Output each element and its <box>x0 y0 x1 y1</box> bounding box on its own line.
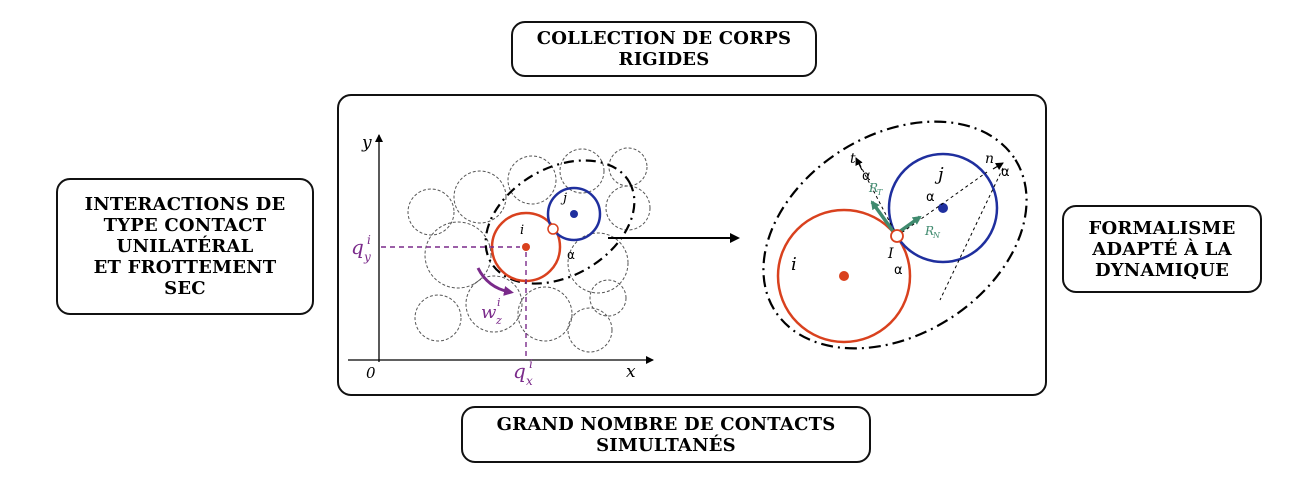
formalism-line-2: ADAPTÉ À LA <box>1092 238 1232 260</box>
svg-text:q: q <box>513 359 526 383</box>
tangent-line <box>857 160 898 237</box>
rigid-bodies-line-1: COLLECTION DE CORPS <box>536 28 792 49</box>
interactions-box: INTERACTIONS DE TYPE CONTACT UNILATÉRAL … <box>56 178 314 315</box>
formalism-line-1: FORMALISME <box>1088 217 1236 239</box>
n-label: n <box>985 151 994 167</box>
alpha-n: α <box>1001 165 1010 180</box>
contacts-line-2: SIMULTANÉS <box>596 434 736 456</box>
svg-text:y: y <box>363 250 371 264</box>
body-j-large-center <box>938 203 948 213</box>
rn-label: R N <box>924 224 941 240</box>
contacts-box: GRAND NOMBRE DE CONTACTS SIMULTANÉS <box>461 406 871 463</box>
interactions-line-5: SEC <box>164 278 206 299</box>
formalism-label: FORMALISME ADAPTÉ À LA DYNAMIQUE <box>1088 218 1235 281</box>
particle <box>608 147 648 187</box>
svg-text:i: i <box>497 296 501 309</box>
contacts-label: GRAND NOMBRE DE CONTACTS SIMULTANÉS <box>497 414 836 456</box>
particle <box>424 221 492 289</box>
particle <box>567 232 629 294</box>
t-label: t <box>850 151 856 167</box>
formalism-line-3: DYNAMIQUE <box>1094 259 1230 281</box>
svg-text:w: w <box>481 302 497 323</box>
contact-point-small <box>547 223 559 235</box>
body-j-small <box>546 186 602 242</box>
svg-text:i: i <box>367 233 371 247</box>
alpha-center: α <box>926 190 935 205</box>
normal-vector-icon <box>992 162 1004 171</box>
interactions-line-3: UNILATÉRAL <box>116 236 254 257</box>
rigid-bodies-label: COLLECTION DE CORPS RIGIDES <box>537 28 791 70</box>
rt-label: R T <box>868 181 883 197</box>
body-i-label-large: i <box>791 254 797 275</box>
svg-text:R: R <box>868 181 878 195</box>
qx-label: q x i <box>513 357 533 388</box>
particle-collection <box>407 147 651 353</box>
y-axis-label: y <box>361 133 372 153</box>
interactions-label: INTERACTIONS DE TYPE CONTACT UNILATÉRAL … <box>85 194 286 299</box>
svg-text:N: N <box>932 231 941 240</box>
particle <box>605 185 651 231</box>
interactions-line-4: ET FROTTEMENT <box>93 257 277 278</box>
particle <box>414 294 462 342</box>
body-j-label-small: j <box>560 191 567 206</box>
normal-line <box>939 167 1004 301</box>
interaction-zone-large <box>762 120 1028 350</box>
interactions-line-2: TYPE CONTACT <box>103 215 267 236</box>
particle <box>517 286 573 342</box>
body-j-label-large: j <box>934 164 944 185</box>
contact-label: I <box>887 246 894 262</box>
interactions-line-1: INTERACTIONS DE <box>84 194 286 215</box>
left-axes: y x 0 <box>348 133 654 382</box>
center-line <box>896 171 988 237</box>
body-i-large-center <box>839 271 849 281</box>
contacts-line-1: GRAND NOMBRE DE CONTACTS <box>496 413 836 435</box>
particle <box>567 307 613 353</box>
particle <box>465 275 523 333</box>
figure-frame <box>337 94 1047 396</box>
body-i-label-small: i <box>520 223 524 238</box>
svg-text:z: z <box>495 314 502 327</box>
qy-label: q y i <box>351 233 371 264</box>
alpha-label-small: α <box>567 248 575 262</box>
particle <box>507 155 557 205</box>
svg-text:x: x <box>526 374 533 388</box>
particle <box>453 170 507 224</box>
alpha-contact: α <box>894 263 903 278</box>
body-i-center <box>522 243 530 251</box>
origin-label: 0 <box>366 364 376 382</box>
particle <box>407 188 455 236</box>
normal-force-icon <box>897 215 922 234</box>
rigid-bodies-line-2: RIGIDES <box>618 49 710 70</box>
body-i-large <box>776 208 912 344</box>
svg-text:T: T <box>877 188 883 197</box>
wz-label: w z i <box>481 296 502 327</box>
interaction-zone-small <box>484 159 636 285</box>
contact-point-large <box>890 229 904 243</box>
body-j-center <box>570 210 578 218</box>
tangent-vector-icon <box>855 157 863 171</box>
tangential-force-icon <box>870 200 897 236</box>
svg-text:q: q <box>351 235 364 259</box>
body-j-large <box>887 152 999 264</box>
x-axis-label: x <box>626 362 636 382</box>
rotation-arrow-icon <box>476 267 514 296</box>
alpha-labels: α α α α <box>862 165 1010 278</box>
svg-text:i: i <box>529 357 533 371</box>
svg-text:R: R <box>924 224 934 238</box>
rigid-bodies-box: COLLECTION DE CORPS RIGIDES <box>511 21 817 77</box>
particle <box>559 148 605 194</box>
formalism-box: FORMALISME ADAPTÉ À LA DYNAMIQUE <box>1062 205 1262 293</box>
particle <box>589 279 627 317</box>
alpha-t: α <box>862 169 871 184</box>
